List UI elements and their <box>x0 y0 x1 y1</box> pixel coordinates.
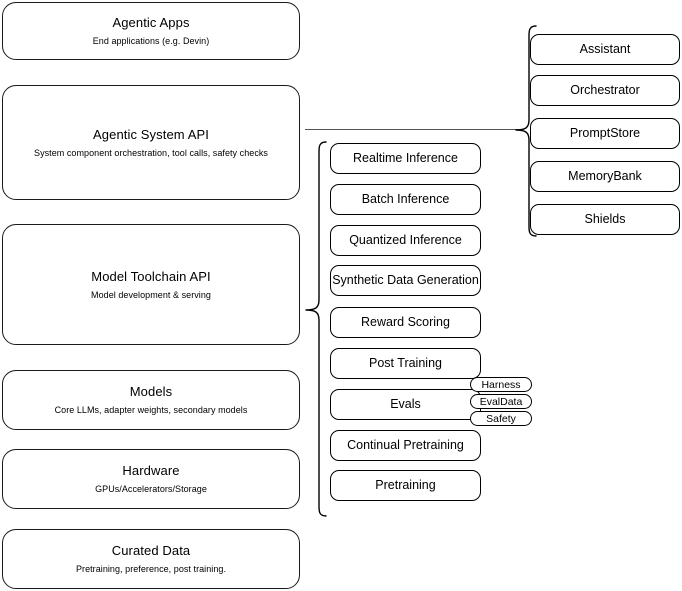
component-label: Shields <box>584 212 626 226</box>
component-label: PromptStore <box>569 126 641 140</box>
layer-subtitle: Model development & serving <box>91 289 211 300</box>
layer-subtitle: Pretraining, preference, post training. <box>75 564 227 574</box>
capability-label: Continual Pretraining <box>347 438 464 452</box>
layer-card-models[interactable]: Models Core LLMs, adapter weights, secon… <box>2 370 300 430</box>
component-label: Assistant <box>579 42 631 56</box>
capability-label: Post Training <box>369 356 442 370</box>
capability-quantized-inference[interactable]: Quantized Inference <box>330 225 481 256</box>
component-shields[interactable]: Shields <box>530 204 680 235</box>
evals-tag-label: EvalData <box>479 395 523 408</box>
capability-label: Batch Inference <box>361 192 450 206</box>
evals-tag-label: Harness <box>481 378 521 391</box>
evals-tag-safety[interactable]: Safety <box>470 411 532 426</box>
layer-card-agentic-system-api[interactable]: Agentic System API System component orch… <box>2 85 300 200</box>
component-assistant[interactable]: Assistant <box>530 34 680 65</box>
component-label: Orchestrator <box>570 83 640 97</box>
capability-reward-scoring[interactable]: Reward Scoring <box>330 307 481 338</box>
capability-post-training[interactable]: Post Training <box>330 348 481 379</box>
capability-realtime-inference[interactable]: Realtime Inference <box>330 143 481 174</box>
layer-title: Models <box>129 384 173 399</box>
component-label: MemoryBank <box>568 169 642 183</box>
layer-card-model-toolchain-api[interactable]: Model Toolchain API Model development & … <box>2 224 300 345</box>
layer-title: Agentic Apps <box>112 15 190 30</box>
capability-evals[interactable]: Evals <box>330 389 481 420</box>
layer-card-curated-data[interactable]: Curated Data Pretraining, preference, po… <box>2 529 300 589</box>
capability-label: Evals <box>390 397 421 411</box>
layer-subtitle: End applications (e.g. Devin) <box>92 36 210 46</box>
capability-synthetic-data-generation[interactable]: Synthetic Data Generation <box>330 265 481 296</box>
capability-batch-inference[interactable]: Batch Inference <box>330 184 481 215</box>
capability-continual-pretraining[interactable]: Continual Pretraining <box>330 430 481 461</box>
capability-label: Pretraining <box>375 478 436 492</box>
capability-label: Reward Scoring <box>361 315 450 329</box>
layer-card-agentic-apps[interactable]: Agentic Apps End applications (e.g. Devi… <box>2 2 300 60</box>
capability-pretraining[interactable]: Pretraining <box>330 470 481 501</box>
capability-label: Quantized Inference <box>349 233 462 247</box>
evals-tag-evaldata[interactable]: EvalData <box>470 394 532 409</box>
capability-label: Synthetic Data Generation <box>332 273 479 287</box>
connector-agentic-system-api-to-components <box>305 129 521 130</box>
component-orchestrator[interactable]: Orchestrator <box>530 75 680 106</box>
layer-title: Hardware <box>122 463 180 478</box>
layer-card-hardware[interactable]: Hardware GPUs/Accelerators/Storage <box>2 449 300 509</box>
layer-subtitle: Core LLMs, adapter weights, secondary mo… <box>54 405 248 415</box>
layer-title: Curated Data <box>111 543 191 558</box>
evals-tag-harness[interactable]: Harness <box>470 377 532 392</box>
layer-title: Agentic System API <box>93 126 209 142</box>
layer-subtitle: GPUs/Accelerators/Storage <box>95 484 207 494</box>
layer-subtitle: System component orchestration, tool cal… <box>34 147 268 158</box>
layer-title: Model Toolchain API <box>91 268 211 284</box>
capability-label: Realtime Inference <box>353 151 458 165</box>
evals-tag-label: Safety <box>486 412 516 425</box>
component-promptstore[interactable]: PromptStore <box>530 118 680 149</box>
brace-model-toolchain-capabilities <box>302 140 328 518</box>
component-memorybank[interactable]: MemoryBank <box>530 161 680 192</box>
